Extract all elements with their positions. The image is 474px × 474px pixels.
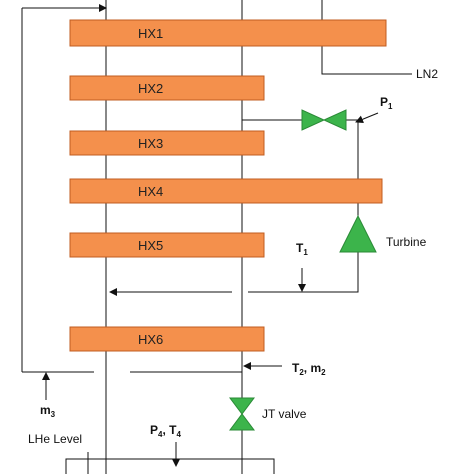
jt-valve-icon: [229, 397, 255, 431]
hx3-body: [69, 130, 265, 156]
t2-label-sub: 2: [299, 368, 304, 377]
p1-label-sub: 1: [388, 102, 393, 111]
p4-label-main: P: [150, 423, 158, 437]
hx3-label: HX3: [138, 136, 163, 151]
t4-label-main: T: [169, 423, 177, 437]
m2-label-main: m: [310, 361, 321, 375]
expansion-valve-icon: [301, 109, 347, 131]
p1-label: P1: [380, 95, 393, 111]
lhe-level-label: LHe Level: [28, 432, 82, 446]
hx1-body: [69, 19, 387, 47]
hx5-body: [69, 232, 265, 258]
turbine-label: Turbine: [386, 235, 427, 249]
hx3-exchanger: HX3: [69, 130, 265, 156]
t1-label: T1: [296, 241, 308, 257]
t2-m2-separator: ,: [304, 361, 311, 375]
hx2-label: HX2: [138, 81, 163, 96]
expansion-valve-left-half: [301, 109, 326, 131]
t4-label-sub: 4: [176, 430, 181, 439]
p1-label-main: P: [380, 95, 388, 109]
jt-valve-label: JT valve: [262, 407, 307, 421]
m2-label-sub: 2: [321, 368, 326, 377]
hx6-body: [69, 326, 265, 352]
hx6-exchanger: HX6: [69, 326, 265, 352]
hx6-label: HX6: [138, 332, 163, 347]
t1-label-main: T: [296, 241, 304, 255]
lhe-dewar: [65, 458, 275, 474]
hx1-label: HX1: [138, 26, 163, 41]
p4-t4-separator: ,: [162, 423, 169, 437]
m3-label-main: m: [40, 403, 51, 417]
m3-label: m3: [40, 403, 56, 419]
ln2-label: LN2: [416, 67, 438, 81]
hx4-exchanger: HX4: [69, 178, 383, 204]
t2-label-main: T: [292, 361, 300, 375]
jt-valve-top-half: [229, 397, 255, 415]
p4-label-sub: 4: [158, 430, 163, 439]
t2-m2-label: T2, m2: [292, 361, 326, 377]
m3-label-sub: 3: [51, 410, 56, 419]
hx2-exchanger: HX2: [69, 75, 265, 101]
turbine-outlet-pipe: [248, 252, 359, 293]
p4-t4-label: P4, T4: [150, 423, 181, 439]
hx4-body: [69, 178, 383, 204]
turbine-icon: [339, 214, 377, 253]
jt-valve-bottom-half: [229, 413, 255, 431]
t1-label-sub: 1: [303, 248, 308, 257]
hx1-exchanger: HX1: [69, 19, 387, 47]
hx2-body: [69, 75, 265, 101]
hx4-label: HX4: [138, 184, 163, 199]
hx5-exchanger: HX5: [69, 232, 265, 258]
p1-arrow: [355, 112, 379, 124]
hx5-label: HX5: [138, 238, 163, 253]
expansion-valve-right-half: [322, 109, 347, 131]
